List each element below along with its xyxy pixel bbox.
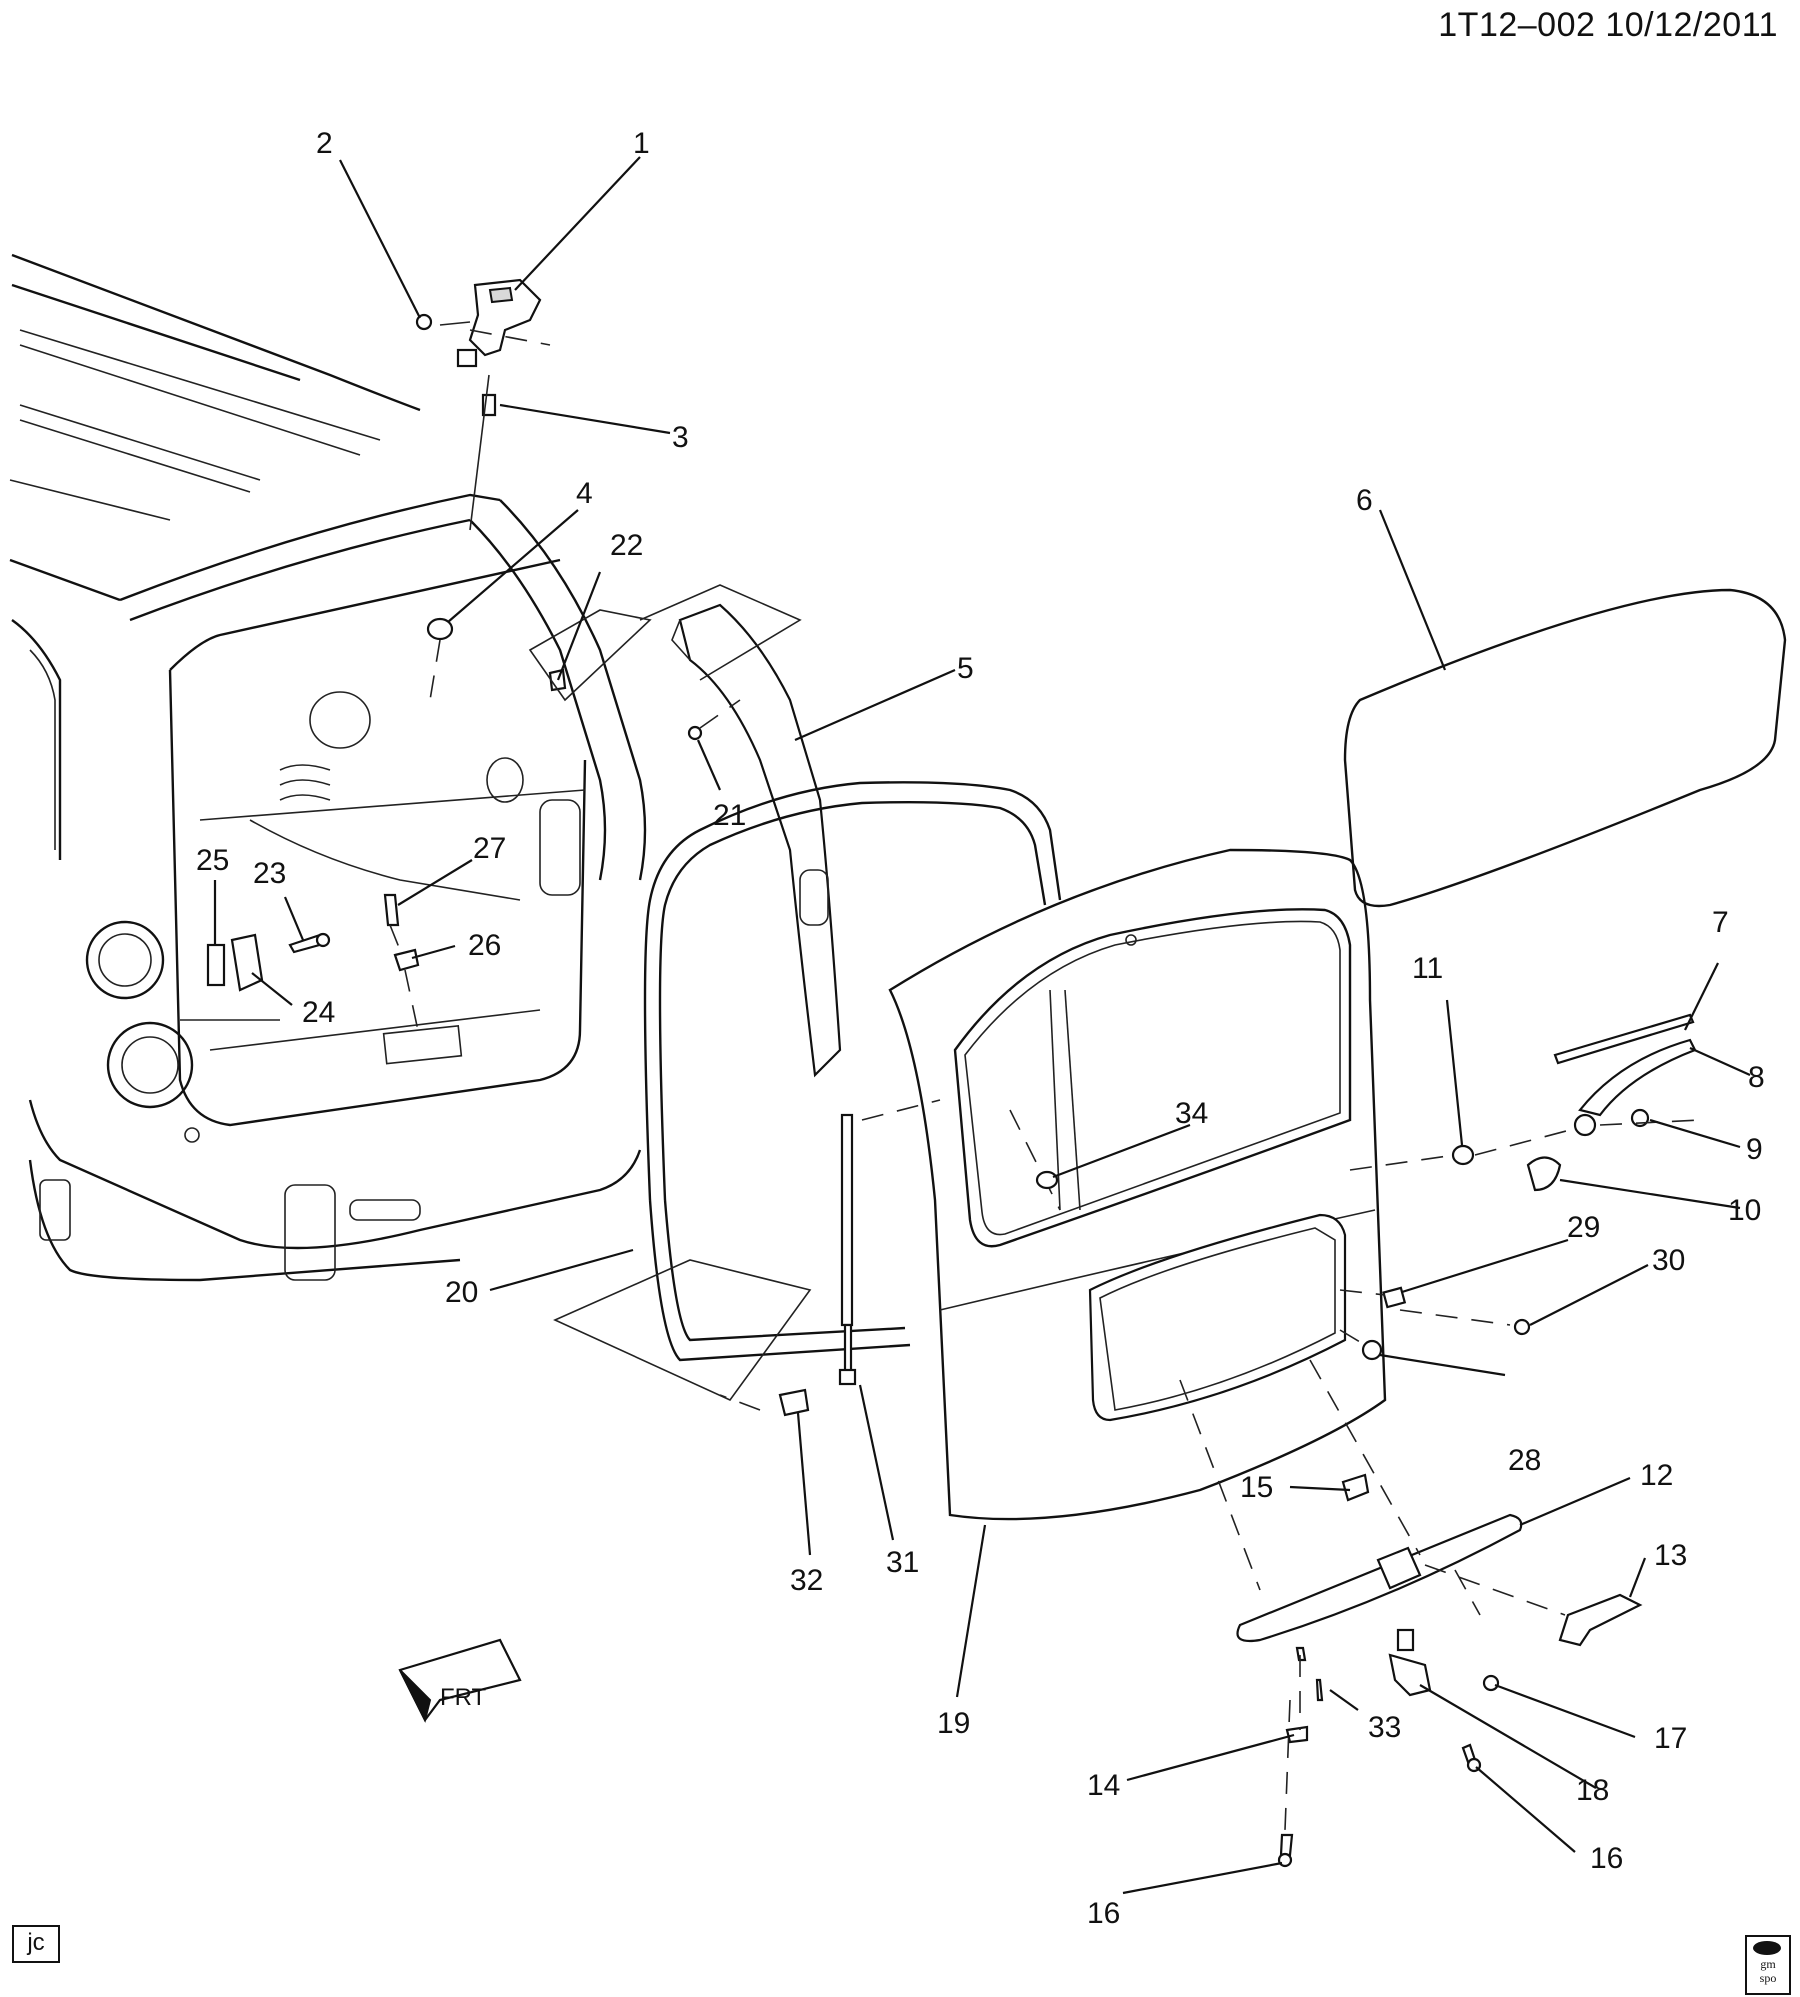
washer-nozzle (1035, 1170, 1059, 1190)
callout-2: 2 (316, 127, 333, 160)
callout-22: 22 (610, 529, 643, 562)
callout-20: 20 (445, 1276, 478, 1309)
license-applique-assembly (1179, 1359, 1643, 1647)
logo-text-gm: gm (1760, 1957, 1776, 1971)
gas-strut (838, 1099, 941, 1386)
liftgate-hinge (415, 278, 551, 531)
callout-21: 21 (713, 799, 746, 832)
leader-lines (213, 156, 1751, 1895)
logo-oval (1753, 1941, 1781, 1955)
callout-19: 19 (937, 1707, 970, 1740)
callout-3: 3 (672, 421, 689, 454)
drafter-initials-tag: jc (12, 1925, 60, 1963)
gm-spo-logo: gm spo (1745, 1935, 1791, 1995)
liftgate-window-glass (1343, 588, 1787, 908)
liftgate-panel (888, 848, 1387, 1521)
retainer-clip (528, 609, 652, 702)
callout-30: 30 (1652, 1244, 1685, 1277)
callout-32: 32 (790, 1564, 823, 1597)
callout-13: 13 (1654, 1539, 1687, 1572)
pillar-screw (687, 699, 741, 741)
callout-6: 6 (1356, 484, 1373, 517)
callout-8: 8 (1748, 1061, 1765, 1094)
callout-16-right: 16 (1590, 1842, 1623, 1875)
callout-25: 25 (196, 844, 229, 877)
callout-29: 29 (1567, 1211, 1600, 1244)
vehicle-rear-body (9, 253, 647, 1282)
liftgate-weatherstrip (553, 781, 1062, 1401)
callout-15: 15 (1240, 1471, 1273, 1504)
diagram-code: 1T12–002 10/12/2011 (1438, 6, 1778, 44)
rear-wiper-assembly (1349, 1013, 1701, 1192)
callout-4: 4 (576, 477, 593, 510)
callout-17: 17 (1654, 1722, 1687, 1755)
callout-27: 27 (473, 832, 506, 865)
license-lamp-parts (1277, 1628, 1500, 1868)
front-arrow-label: FRT (440, 1684, 487, 1711)
front-direction-arrow: FRT (398, 1638, 522, 1723)
callout-10: 10 (1728, 1194, 1761, 1227)
callout-12: 12 (1640, 1459, 1673, 1492)
callout-16-lower: 16 (1087, 1897, 1120, 1930)
callout-33: 33 (1368, 1711, 1401, 1744)
callout-numbers: 1 2 3 4 5 6 7 8 9 10 11 12 13 14 15 16 1… (196, 127, 1765, 1930)
strut-ball-stud (719, 1388, 810, 1417)
striker-latch-parts (206, 893, 421, 1041)
callout-1: 1 (633, 127, 650, 160)
callout-26: 26 (468, 929, 501, 962)
bumper-stop (426, 617, 454, 701)
callout-34: 34 (1175, 1097, 1208, 1130)
callout-14: 14 (1087, 1769, 1120, 1802)
pillar-trim-panel (639, 584, 842, 1078)
liftgate-latch-parts (1339, 1286, 1531, 1361)
callout-28: 28 (1508, 1444, 1541, 1477)
callout-7: 7 (1712, 906, 1729, 939)
callout-11: 11 (1412, 952, 1443, 985)
callout-23: 23 (253, 857, 286, 890)
callout-18: 18 (1576, 1774, 1609, 1807)
callout-31: 31 (886, 1546, 919, 1579)
callout-9: 9 (1746, 1133, 1763, 1166)
callout-5: 5 (957, 652, 974, 685)
logo-text-spo: spo (1759, 1971, 1777, 1985)
callout-24: 24 (302, 996, 335, 1029)
